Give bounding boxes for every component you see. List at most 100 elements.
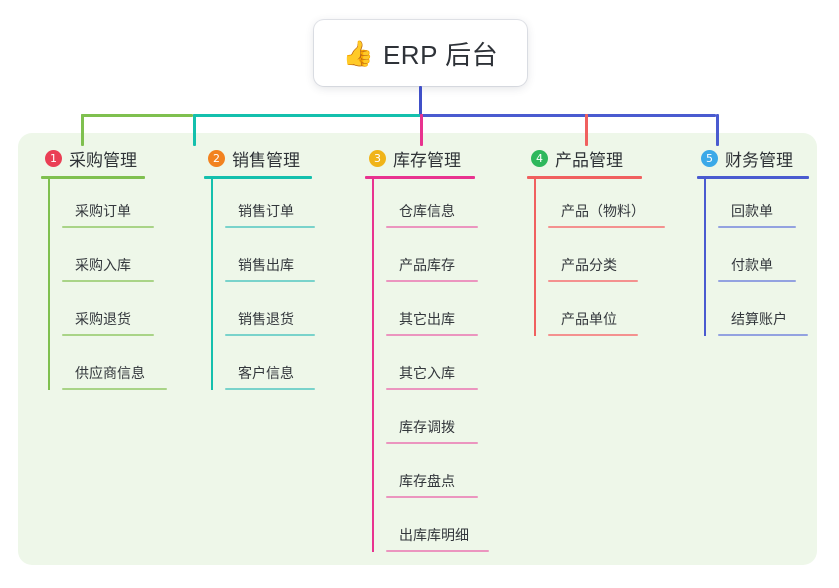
branch-child-underline (386, 388, 478, 390)
branch-child-underline (548, 280, 638, 282)
branch-title: 财务管理 (725, 150, 793, 170)
branch-stem (48, 179, 50, 390)
branch-child-underline (386, 442, 478, 444)
branch-child-underline (718, 280, 796, 282)
branch-number-badge: 2 (208, 149, 225, 167)
branch-child-item[interactable]: 采购退货 (62, 287, 154, 341)
branch-child-label: 其它出库 (399, 311, 455, 327)
branch-child-item[interactable]: 出库库明细 (386, 503, 489, 557)
branch-child-underline (62, 388, 167, 390)
branch-number-badge: 5 (701, 149, 718, 167)
branch-title: 采购管理 (69, 150, 137, 170)
branch-column-2: 2 销售管理销售订单销售出库销售退货客户信息 (204, 145, 315, 395)
branch-child-item[interactable]: 销售退货 (225, 287, 315, 341)
branch-child-item[interactable]: 客户信息 (225, 341, 315, 395)
branch-header-3[interactable]: 3 库存管理 (365, 145, 475, 171)
branch-child-label: 产品库存 (399, 257, 455, 273)
branch-child-label: 库存盘点 (399, 473, 455, 489)
branch-title: 销售管理 (232, 150, 300, 170)
branch-number-badge: 1 (45, 149, 62, 167)
branch-child-item[interactable]: 产品库存 (386, 233, 478, 287)
branch-child-label: 供应商信息 (75, 365, 145, 381)
branch-number-badge: 3 (369, 149, 386, 167)
branch-child-item[interactable]: 其它入库 (386, 341, 478, 395)
branch-child-label: 采购退货 (75, 311, 131, 327)
branch-child-label: 其它入库 (399, 365, 455, 381)
branch-child-underline (386, 496, 478, 498)
branch-child-item[interactable]: 库存调拨 (386, 395, 478, 449)
branch-child-underline (718, 226, 796, 228)
branch-child-item[interactable]: 采购入库 (62, 233, 154, 287)
branch-number-badge: 4 (531, 149, 548, 167)
branch-child-label: 出库库明细 (399, 527, 469, 543)
branch-child-label: 仓库信息 (399, 203, 455, 219)
branch-child-underline (386, 550, 489, 552)
branch-column-4: 4 产品管理产品（物料） 产品分类产品单位 (527, 145, 665, 341)
branch-header-2[interactable]: 2 销售管理 (204, 145, 312, 171)
branch-underline (697, 176, 809, 179)
root-node[interactable]: 👍 ERP 后台 (314, 20, 527, 86)
branch-child-item[interactable]: 产品（物料） (548, 179, 665, 233)
branch-child-label: 客户信息 (238, 365, 294, 381)
branch-column-1: 1 采购管理采购订单采购入库采购退货供应商信息 (41, 145, 167, 395)
branch-child-item[interactable]: 回款单 (718, 179, 809, 233)
branch-header-1[interactable]: 1 采购管理 (41, 145, 145, 171)
branch-stem (534, 179, 536, 336)
branch-child-label: 销售出库 (238, 257, 294, 273)
branch-child-label: 回款单 (731, 203, 773, 219)
branch-child-underline (62, 280, 154, 282)
branch-stem (704, 179, 706, 336)
branch-child-underline (62, 334, 154, 336)
branch-child-item[interactable]: 销售订单 (225, 179, 315, 233)
branch-child-underline (718, 334, 808, 336)
branch-children-5: 回款单付款单结算账户 (704, 179, 809, 341)
branch-child-item[interactable]: 仓库信息 (386, 179, 478, 233)
branch-child-item[interactable]: 结算账户 (718, 287, 809, 341)
branch-stem (372, 179, 374, 552)
branch-underline (365, 176, 475, 179)
branch-child-item[interactable]: 供应商信息 (62, 341, 167, 395)
branch-child-label: 采购订单 (75, 203, 131, 219)
branch-header-4[interactable]: 4 产品管理 (527, 145, 642, 171)
branch-child-item[interactable]: 付款单 (718, 233, 809, 287)
branch-title: 库存管理 (393, 150, 461, 170)
branch-child-label: 采购入库 (75, 257, 131, 273)
branch-child-item[interactable]: 产品分类 (548, 233, 642, 287)
branch-child-underline (225, 280, 315, 282)
branch-children-1: 采购订单采购入库采购退货供应商信息 (48, 179, 167, 395)
branch-child-underline (386, 226, 478, 228)
branch-child-label: 产品分类 (561, 257, 617, 273)
branch-child-item[interactable]: 产品单位 (548, 287, 642, 341)
branch-child-underline (386, 334, 478, 336)
branch-stem (211, 179, 213, 390)
branch-child-label: 付款单 (731, 257, 773, 273)
branch-child-underline (225, 334, 315, 336)
branch-title: 产品管理 (555, 150, 623, 170)
branch-child-underline (225, 388, 315, 390)
root-node-label: ERP 后台 (382, 39, 499, 70)
branch-child-underline (225, 226, 315, 228)
branch-child-label: 产品（物料） (561, 203, 645, 219)
branch-child-item[interactable]: 库存盘点 (386, 449, 478, 503)
branch-child-label: 销售订单 (238, 203, 294, 219)
branch-children-4: 产品（物料） 产品分类产品单位 (534, 179, 665, 341)
branch-header-5[interactable]: 5 财务管理 (697, 145, 809, 171)
branch-underline (41, 176, 145, 179)
branch-children-2: 销售订单销售出库销售退货客户信息 (211, 179, 315, 395)
branch-child-label: 结算账户 (731, 311, 787, 327)
branch-child-underline (386, 280, 478, 282)
branch-child-underline (548, 226, 665, 228)
branch-child-item[interactable]: 采购订单 (62, 179, 154, 233)
branch-child-label: 产品单位 (561, 311, 617, 327)
branch-child-label: 库存调拨 (399, 419, 455, 435)
branch-column-5: 5 财务管理回款单付款单结算账户 (697, 145, 809, 341)
branch-column-3: 3 库存管理仓库信息产品库存其它出库其它入库库存调拨库存盘点出库库明细 (365, 145, 489, 557)
branch-child-underline (62, 226, 154, 228)
branch-underline (204, 176, 312, 179)
branch-child-item[interactable]: 销售出库 (225, 233, 315, 287)
branch-underline (527, 176, 642, 179)
thumbs-up-icon: 👍 (342, 39, 374, 68)
branch-child-item[interactable]: 其它出库 (386, 287, 478, 341)
branch-children-3: 仓库信息产品库存其它出库其它入库库存调拨库存盘点出库库明细 (372, 179, 489, 557)
